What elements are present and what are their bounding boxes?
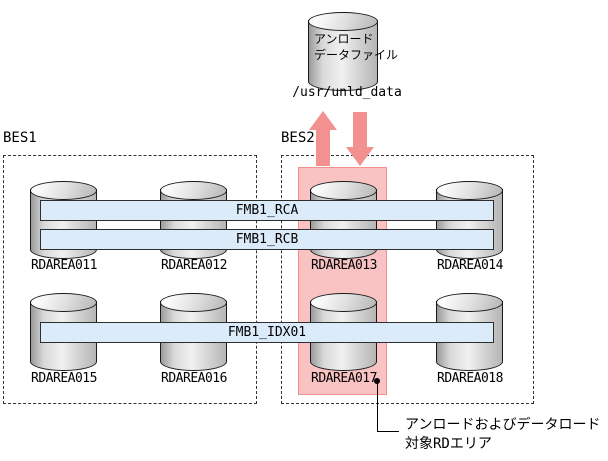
unload-file-path: /usr/unld_data [292, 85, 402, 100]
cylinder-top [30, 181, 97, 200]
unload-arrow-shaft [316, 129, 330, 166]
table-label-fmb1-rcb: FMB1_RCB [235, 232, 299, 247]
load-arrow-head [346, 147, 374, 166]
bes2-box [281, 155, 534, 404]
rdarea015-label: RDAREA015 [31, 371, 97, 386]
unload-datafile-label: アンロード データファイル [314, 31, 398, 63]
rdarea013-label: RDAREA013 [311, 258, 377, 273]
annotation-text: アンロードおよびデータロード 対象RDエリア [405, 416, 600, 454]
cylinder-top [160, 181, 227, 200]
bes1-box [3, 155, 257, 404]
rdarea017-label: RDAREA017 [311, 371, 377, 386]
table-bar-fmb1-rcb: FMB1_RCB [40, 229, 494, 250]
cylinder-top [310, 293, 377, 312]
rdarea016-label: RDAREA016 [161, 371, 227, 386]
rdarea011-label: RDAREA011 [31, 258, 97, 273]
rdarea012-label: RDAREA012 [161, 258, 227, 273]
callout-line-horizontal [377, 431, 399, 432]
cylinder-top [30, 293, 97, 312]
cylinder-top [160, 293, 227, 312]
callout-line-vertical [377, 382, 378, 431]
callout-dot [374, 378, 380, 384]
load-arrow-shaft [353, 112, 367, 148]
rdarea014-label: RDAREA014 [437, 258, 503, 273]
unload-arrow-icon [309, 111, 337, 166]
bes1-label: BES1 [3, 130, 37, 146]
table-label-fmb1-idx01: FMB1_IDX01 [227, 325, 307, 340]
cylinder-top [310, 181, 377, 200]
annotation-line2: 対象RDエリア [405, 436, 492, 452]
unload-datafile-label-line1: アンロード [314, 32, 374, 46]
unload-arrow-head [309, 111, 337, 130]
load-arrow-icon [346, 112, 374, 166]
rdarea017-cylinder-icon [310, 293, 377, 371]
unload-datafile-label-line2: データファイル [314, 48, 399, 62]
table-label-fmb1-rca: FMB1_RCA [235, 203, 299, 218]
cylinder-top [308, 12, 378, 31]
unload-datafile-cylinder-icon: アンロード データファイル [308, 12, 398, 91]
bes2-label: BES2 [281, 130, 315, 146]
table-bar-fmb1-rca: FMB1_RCA [40, 200, 494, 221]
table-bar-fmb1-idx01: FMB1_IDX01 [40, 322, 494, 343]
annotation-line1: アンロードおよびデータロード [405, 417, 601, 433]
cylinder-top [436, 293, 503, 312]
rdarea018-label: RDAREA018 [437, 371, 503, 386]
cylinder-top [436, 181, 503, 200]
